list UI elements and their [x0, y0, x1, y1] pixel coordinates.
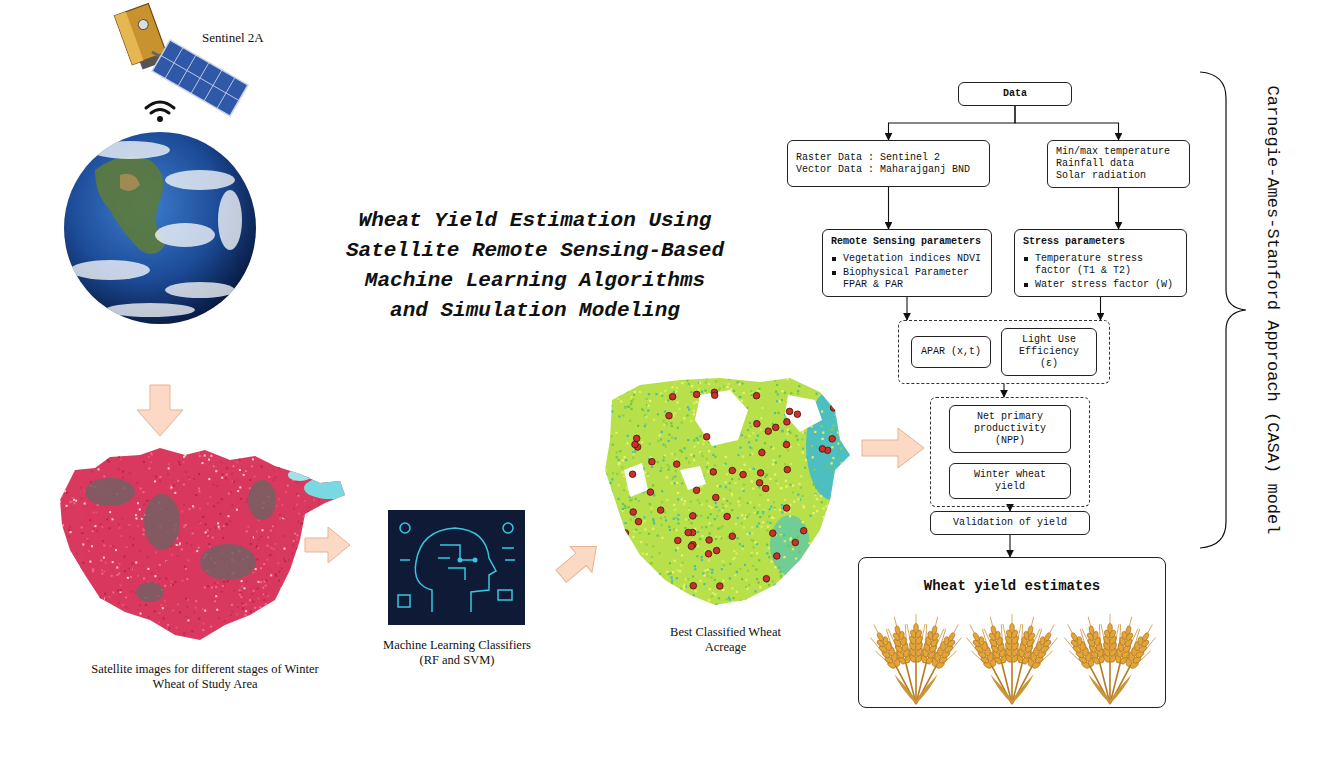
connector-arrow: [889, 106, 1016, 140]
output-box: Wheat yield estimates: [858, 557, 1166, 708]
process-box: Light Use Efficiency (ε): [1001, 328, 1097, 376]
node-text: Rainfall data: [1056, 158, 1181, 170]
image-caption: Satellite images for different stages of…: [80, 662, 330, 692]
bullet-item: Temperature stress factor (T1 & T2): [1023, 253, 1178, 277]
parameter-box: Stress parametersTemperature stress fact…: [1014, 229, 1187, 297]
connector-arrow: [906, 297, 907, 320]
node-text: Winter wheat yield: [958, 469, 1062, 493]
connector-arrow: [1009, 535, 1010, 557]
node-text: Vegetation indices NDVI: [843, 253, 981, 265]
model-label: Carnegie-Ames-Stanford Approach (CASA) m…: [1262, 60, 1282, 560]
node-text: APAR (x,t): [921, 346, 981, 358]
node-text: Vector Data : Maharajganj BND: [796, 164, 981, 176]
bullet-mark: [1024, 257, 1028, 261]
connector-arrow: [1118, 188, 1119, 229]
node-text: Temperature stress factor (T1 & T2): [1035, 253, 1178, 277]
bullet-mark: [1024, 283, 1028, 287]
process-box: Validation of yield: [930, 511, 1090, 535]
node-text: Raster Data : Sentinel 2: [796, 152, 981, 164]
diagram-title: Wheat Yield Estimation Using Satellite R…: [343, 206, 727, 326]
process-box: APAR (x,t): [911, 336, 991, 368]
node-text: Remote Sensing parameters: [831, 236, 983, 248]
process-box: Net primary productivity (NPP): [949, 405, 1071, 453]
parameter-box: Remote Sensing parametersVegetation indi…: [822, 229, 992, 297]
process-box: Winter wheat yield: [949, 463, 1071, 499]
image-caption: Best Classified Wheat Acreage: [658, 625, 793, 655]
connector-arrow: [1100, 297, 1101, 320]
node-text: Solar radiation: [1056, 170, 1181, 182]
node-text: Wheat yield estimates: [924, 578, 1100, 595]
node-text: Validation of yield: [953, 517, 1067, 529]
node-text: Min/max temperature: [1056, 146, 1181, 158]
bullet-mark: [832, 257, 836, 261]
dashed-group: APAR (x,t) Light Use Efficiency (ε): [898, 320, 1110, 384]
connector-arrow: [888, 187, 889, 229]
node-text: Light Use Efficiency (ε): [1010, 334, 1088, 370]
connector-arrow: [1015, 106, 1119, 140]
satellite-label: Sentinel 2A: [202, 30, 292, 45]
node-text: Stress parameters: [1023, 236, 1178, 248]
node-text: Net primary productivity (NPP): [958, 411, 1062, 447]
node-text: Biophysical Parameter FPAR & PAR: [843, 267, 983, 291]
bullet-item: Water stress factor (W): [1023, 279, 1178, 291]
data-box: Data: [958, 82, 1072, 106]
node-text: Data: [1003, 88, 1027, 100]
image-caption: Machine Learning Classifiers (RF and SVM…: [372, 638, 542, 668]
node-text: Water stress factor (W): [1035, 279, 1173, 291]
bullet-mark: [832, 271, 836, 275]
connector-arrow: [1003, 384, 1004, 397]
bullet-item: Vegetation indices NDVI: [831, 253, 983, 265]
dashed-group: Net primary productivity (NPP) Winter whe…: [930, 397, 1090, 507]
bullet-item: Biophysical Parameter FPAR & PAR: [831, 267, 983, 291]
input-box: Min/max temperatureRainfall dataSolar ra…: [1047, 140, 1190, 188]
input-box: Raster Data : Sentinel 2Vector Data : Ma…: [787, 140, 990, 187]
